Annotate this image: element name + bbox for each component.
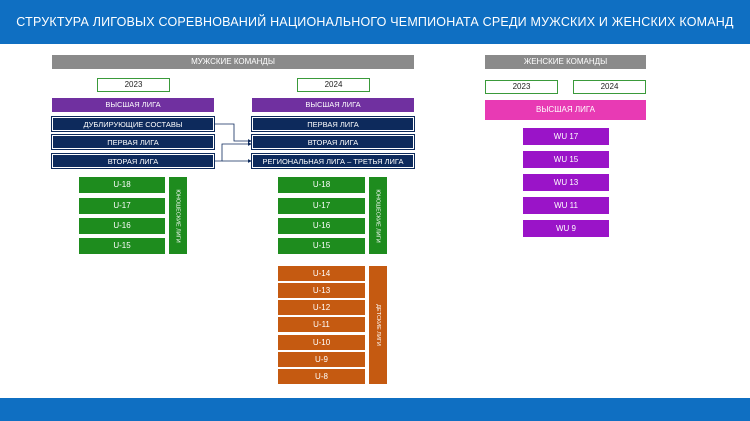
youth-2023-group-label: ЮНОШЕСКИЕ ЛИГИ <box>169 177 187 254</box>
women-wu11: WU 11 <box>523 197 609 214</box>
women-wu13: WU 13 <box>523 174 609 191</box>
men-header: МУЖСКИЕ КОМАНДЫ <box>52 55 414 69</box>
youth-2023-u18: U-18 <box>79 177 165 193</box>
league-2024-first: ПЕРВАЯ ЛИГА <box>251 116 415 132</box>
women-premier-league: ВЫСШАЯ ЛИГА <box>485 100 646 120</box>
youth-2024-u17: U-17 <box>278 198 365 214</box>
women-year-2023: 2023 <box>485 80 558 94</box>
kids-2024-u13: U-13 <box>278 283 365 298</box>
league-2023-reserves: ДУБЛИРУЮЩИЕ СОСТАВЫ <box>51 116 215 132</box>
league-2024-second: ВТОРАЯ ЛИГА <box>251 134 415 150</box>
women-header: ЖЕНСКИЕ КОМАНДЫ <box>485 55 646 69</box>
kids-2024-group-label: ДЕТСКИЕ ЛИГИ <box>369 266 387 384</box>
youth-2023-u16: U-16 <box>79 218 165 234</box>
league-2024-premier: ВЫСШАЯ ЛИГА <box>252 98 414 112</box>
youth-2023-u17: U-17 <box>79 198 165 214</box>
title-banner <box>0 0 750 44</box>
youth-2023-u15: U-15 <box>79 238 165 254</box>
league-2024-regional: РЕГИОНАЛЬНАЯ ЛИГА – ТРЕТЬЯ ЛИГА <box>251 153 415 169</box>
league-2023-premier: ВЫСШАЯ ЛИГА <box>52 98 214 112</box>
men-year-2024: 2024 <box>297 78 370 92</box>
youth-2024-u15: U-15 <box>278 238 365 254</box>
kids-2024-u12: U-12 <box>278 300 365 315</box>
women-wu15: WU 15 <box>523 151 609 168</box>
youth-2024-u16: U-16 <box>278 218 365 234</box>
league-2023-first: ПЕРВАЯ ЛИГА <box>51 134 215 150</box>
youth-2024-u18: U-18 <box>278 177 365 193</box>
women-wu17: WU 17 <box>523 128 609 145</box>
men-year-2023: 2023 <box>97 78 170 92</box>
women-wu9: WU 9 <box>523 220 609 237</box>
youth-2024-group-label: ЮНОШЕСКИЕ ЛИГИ <box>369 177 387 254</box>
league-2023-second: ВТОРАЯ ЛИГА <box>51 153 215 169</box>
kids-2024-u9: U-9 <box>278 352 365 367</box>
kids-2024-u14: U-14 <box>278 266 365 281</box>
page-title: СТРУКТУРА ЛИГОВЫХ СОРЕВНОВАНИЙ НАЦИОНАЛЬ… <box>16 15 734 29</box>
kids-2024-u10: U-10 <box>278 335 365 350</box>
women-year-2024: 2024 <box>573 80 646 94</box>
kids-2024-u11: U-11 <box>278 317 365 332</box>
footer-bar <box>0 398 750 421</box>
kids-2024-u8: U-8 <box>278 369 365 384</box>
